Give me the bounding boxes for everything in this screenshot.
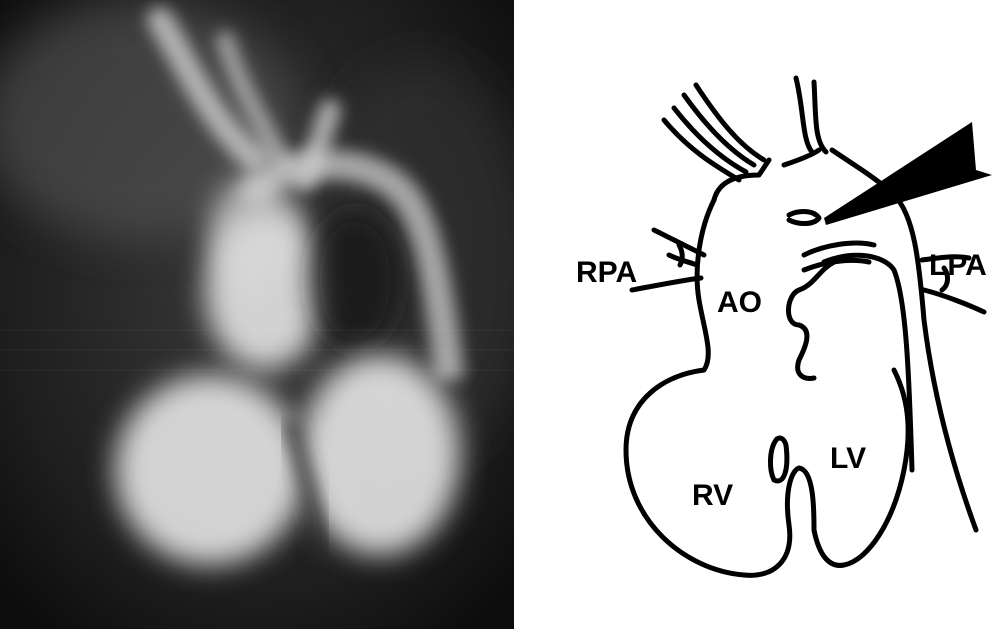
label-rv: RV xyxy=(692,479,733,512)
brachiocephalic-vessels xyxy=(664,85,764,180)
label-lv: LV xyxy=(830,442,866,475)
label-rpa: RPA xyxy=(576,256,637,289)
xray-right-ventricle xyxy=(115,375,305,565)
heart-diagram: RPA LPA AO RV LV xyxy=(514,0,997,629)
lv-inner-wall xyxy=(798,325,814,378)
left-subclavian-vessel xyxy=(796,78,826,152)
label-ao: AO xyxy=(717,286,762,319)
descending-aorta-left xyxy=(824,255,912,470)
rpa-vessel xyxy=(632,230,704,290)
septum-outline xyxy=(770,438,786,481)
label-lpa: LPA xyxy=(929,249,987,282)
aorta-inner-wall xyxy=(788,262,834,325)
xray-image xyxy=(0,0,514,629)
angiogram-xray-photo xyxy=(0,0,514,629)
catheter-pointer xyxy=(824,122,992,225)
heart-diagram-svg: RPA LPA AO RV LV xyxy=(514,0,997,629)
